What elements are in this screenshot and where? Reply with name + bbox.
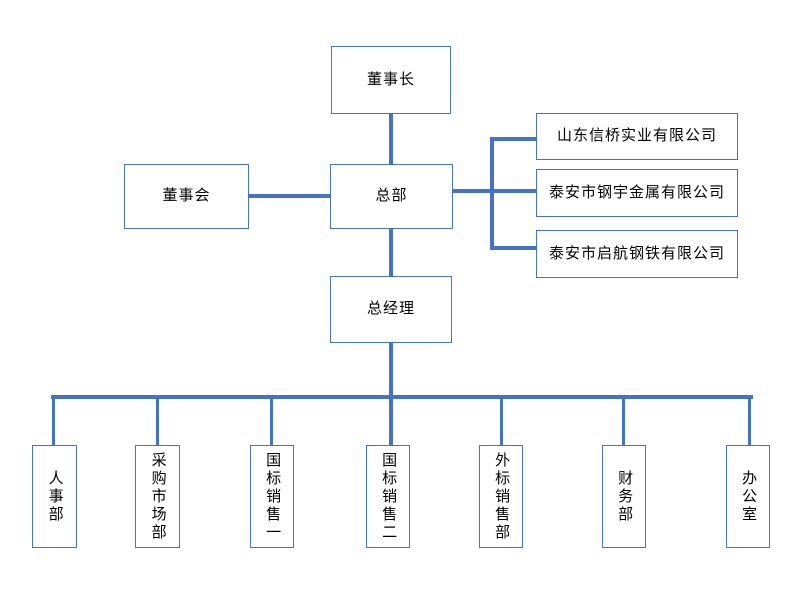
connector-drop-dept-7 (748, 398, 751, 445)
node-dept-hr-label: 人事部 (46, 469, 64, 524)
connector-bracket-subsidiary-3 (490, 246, 536, 250)
node-subsidiary-1-label: 山东信桥实业有限公司 (556, 127, 717, 145)
node-subsidiary-3-label: 泰安市启航钢铁有限公司 (548, 244, 725, 262)
node-headquarters-label: 总部 (375, 187, 408, 205)
node-board-label: 董事会 (162, 187, 211, 205)
connector-headquarters-gm (389, 229, 393, 276)
node-dept-purchasing-market: 采购市场部 (135, 445, 180, 548)
node-subsidiary-2: 泰安市钢宇金属有限公司 (536, 169, 738, 217)
node-dept-purchasing-market-label: 采购市场部 (149, 451, 167, 542)
node-subsidiary-3: 泰安市启航钢铁有限公司 (536, 230, 738, 278)
connector-headquarters-subsidiaries (453, 189, 536, 193)
connector-subsidiaries-bracket (490, 137, 494, 250)
node-dept-national-standard-sales-1: 国标销售一 (250, 445, 294, 548)
node-dept-national-standard-sales-2-label: 国标销售二 (380, 451, 398, 542)
node-general-manager: 总经理 (330, 276, 452, 343)
connector-departments-bus (51, 395, 753, 399)
node-dept-external-standard-sales-label: 外标销售部 (493, 451, 511, 542)
connector-drop-dept-2 (156, 398, 159, 445)
node-subsidiary-1: 山东信桥实业有限公司 (536, 113, 738, 160)
node-dept-office-label: 办公室 (740, 469, 758, 524)
connector-drop-dept-3 (270, 398, 273, 445)
connector-chairman-headquarters (389, 114, 393, 164)
node-board: 董事会 (124, 164, 249, 229)
node-headquarters: 总部 (330, 164, 453, 229)
node-general-manager-label: 总经理 (366, 300, 415, 318)
connector-board-headquarters (249, 194, 330, 198)
connector-gm-departments (389, 343, 393, 445)
node-dept-national-standard-sales-2: 国标销售二 (366, 445, 410, 548)
node-dept-external-standard-sales: 外标销售部 (479, 445, 523, 548)
node-dept-finance: 财务部 (602, 445, 646, 548)
node-dept-national-standard-sales-1-label: 国标销售一 (264, 451, 282, 542)
node-dept-hr: 人事部 (32, 445, 77, 548)
node-dept-office: 办公室 (726, 445, 770, 548)
connector-drop-dept-6 (622, 398, 625, 445)
node-chairman-label: 董事长 (366, 70, 415, 88)
connector-drop-dept-1 (52, 398, 55, 445)
node-dept-finance-label: 财务部 (616, 469, 634, 524)
connector-bracket-subsidiary-1 (490, 137, 536, 141)
node-subsidiary-2-label: 泰安市钢宇金属有限公司 (548, 183, 725, 201)
node-chairman: 董事长 (331, 46, 451, 114)
connector-drop-dept-5 (500, 398, 503, 445)
